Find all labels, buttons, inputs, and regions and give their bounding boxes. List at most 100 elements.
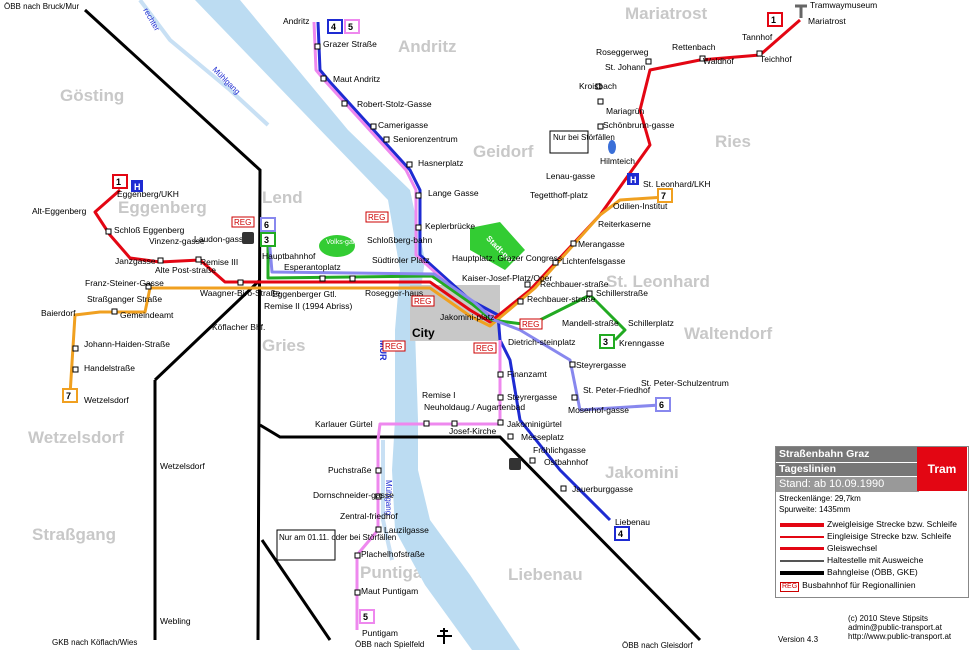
hospital-icon <box>131 180 143 192</box>
district-label: Gries <box>262 336 305 355</box>
credit-url[interactable]: http://www.public-transport.at <box>848 632 952 641</box>
note-text: Nur bei Störfällen <box>553 133 615 142</box>
stop-label: Messeplatz <box>521 432 564 442</box>
stop-label: Rettenbach <box>672 42 716 52</box>
stop-label: Teichhof <box>760 54 792 64</box>
line-badge: 4 <box>331 22 336 32</box>
stop-label: Remise I <box>422 390 456 400</box>
stop-label: Karlauer Gürtel <box>315 419 373 429</box>
canal-label: Mühlgang <box>384 480 393 515</box>
reg-label: REG <box>476 344 493 353</box>
reg-markers: REG REG REG REG REG REG <box>231 211 543 354</box>
stop-label: Hauptplatz, Grazer Congress <box>452 253 562 263</box>
stop-label: Wetzelsdorf <box>84 395 129 405</box>
stop-label: Remise II (1994 Abriss) <box>264 301 353 311</box>
rail-label: GKB nach Köflach/Wies <box>52 638 137 647</box>
stop-label: Camerigasse <box>378 120 428 130</box>
tram-depot-icon <box>242 232 254 244</box>
rail-label: ÖBB nach Spielfeld <box>355 640 424 649</box>
volksgarten-label: Volks-garten <box>326 239 365 246</box>
district-label: Waltendorf <box>684 324 772 343</box>
stop-label: Tannhof <box>742 32 773 42</box>
railway-lines <box>83 8 702 642</box>
stop-label: Andritz <box>283 16 309 26</box>
legend-swatch <box>780 559 824 562</box>
stop-label: Ostbahnhof <box>544 457 589 467</box>
legend-title: Straßenbahn Graz <box>776 447 919 462</box>
stop-label: Baierdorf <box>41 308 76 318</box>
stop-label: Wetzelsdorf <box>160 461 205 471</box>
stop-label: Puchstraße <box>328 465 372 475</box>
stop-label: Maut Andritz <box>333 74 380 84</box>
legend-item-label: Gleiswechsel <box>827 543 878 553</box>
stop-label: Tegetthoff-platz <box>530 190 588 200</box>
stop-label: Mariagrün <box>606 106 645 116</box>
canal-south <box>381 440 394 561</box>
stop-label: Liebenau <box>615 517 650 527</box>
stop-label: Robert-Stolz-Gasse <box>357 99 432 109</box>
legend-item-double-track: Zweigleisige Strecke bzw. Schleife <box>780 519 957 529</box>
stop-label: Esperantoplatz <box>284 262 341 272</box>
stop-label: Kroisbach <box>579 81 617 91</box>
stop-label: Remise III <box>200 257 238 267</box>
district-label: Andritz <box>398 37 457 56</box>
stop-label: Janzgasse <box>115 256 156 266</box>
district-label: Geidorf <box>473 142 534 161</box>
district-label: Lend <box>262 188 303 207</box>
legend-gauge: Spurweite: 1435mm <box>779 505 851 514</box>
stop-label: Moserhof-gasse <box>568 405 629 415</box>
hilmteich-pond <box>608 140 616 154</box>
reg-label: REG <box>234 218 251 227</box>
legend-item-crossover: Gleiswechsel <box>780 543 877 553</box>
stop-label: Rechbauer-straße <box>527 294 596 304</box>
district-label: Straßgang <box>32 525 116 544</box>
district-label: Jakomini <box>605 463 679 482</box>
legend-item-label: Zweigleisige Strecke bzw. Schleife <box>827 519 957 529</box>
stop-label: Handelstraße <box>84 363 135 373</box>
line-badge: 3 <box>603 337 608 347</box>
stop-label: Hilmteich <box>600 156 635 166</box>
legend-item-railway: Bahngleise (ÖBB, GKE) <box>780 567 918 577</box>
stop-label: Lauzilgasse <box>384 525 429 535</box>
legend-item-stop: Haltestelle mit Ausweiche <box>780 555 923 565</box>
line-badge: 6 <box>264 220 269 230</box>
stop-label: St. Leonhard/LKH <box>643 179 711 189</box>
stop-label: Dornschneider-gasse <box>313 490 394 500</box>
district-label: St. Leonhard <box>606 272 710 291</box>
legend-subtitle: Tageslinien <box>776 463 919 476</box>
legend-swatch <box>780 522 824 527</box>
reg-label: REG <box>522 320 539 329</box>
stop-label: Lichtenfelsgasse <box>562 256 626 266</box>
stop-label: Franz-Steiner-Gasse <box>85 278 164 288</box>
hospital-icon <box>627 173 639 185</box>
stop-label: Jakomini-platz <box>440 312 494 322</box>
credit-line: (c) 2010 Steve Stipsits <box>848 614 929 623</box>
canal-label: rechter <box>141 7 161 33</box>
stop-label: Steyrergasse <box>507 392 557 402</box>
stop-label: Fröhlichgasse <box>533 445 586 455</box>
legend-swatch <box>780 570 824 575</box>
line-badge: 3 <box>264 235 269 245</box>
district-label: Wetzelsdorf <box>28 428 124 447</box>
district-label: Eggenberg <box>118 198 207 217</box>
stop-label: Schloß Eggenberg <box>114 225 185 235</box>
note-box <box>549 130 589 154</box>
district-label: Mariatrost <box>625 4 708 23</box>
stop-label: Puntigam <box>362 628 398 638</box>
credit-email[interactable]: admin@public-transport.at <box>848 623 942 632</box>
tram-depot-icon <box>509 458 521 470</box>
stop-label: Köflacher Bhf. <box>212 322 265 332</box>
stop-label: Merangasse <box>578 239 625 249</box>
stop-label: Neuholdaug./ Augartenbad <box>424 402 525 412</box>
stop-label: Hasnerplatz <box>418 158 463 168</box>
stop-label: Laudon-gasse <box>194 234 248 244</box>
stop-label: Alt-Eggenberg <box>32 206 87 216</box>
hospital-label: H <box>134 182 141 192</box>
district-label: Ries <box>715 132 751 151</box>
stop-label: Krenngasse <box>619 338 665 348</box>
stop-label: St. Johann <box>605 62 646 72</box>
stop-label: Plachelhofstraße <box>361 549 425 559</box>
stadtpark <box>470 222 525 270</box>
hospital-label: H <box>630 175 637 185</box>
